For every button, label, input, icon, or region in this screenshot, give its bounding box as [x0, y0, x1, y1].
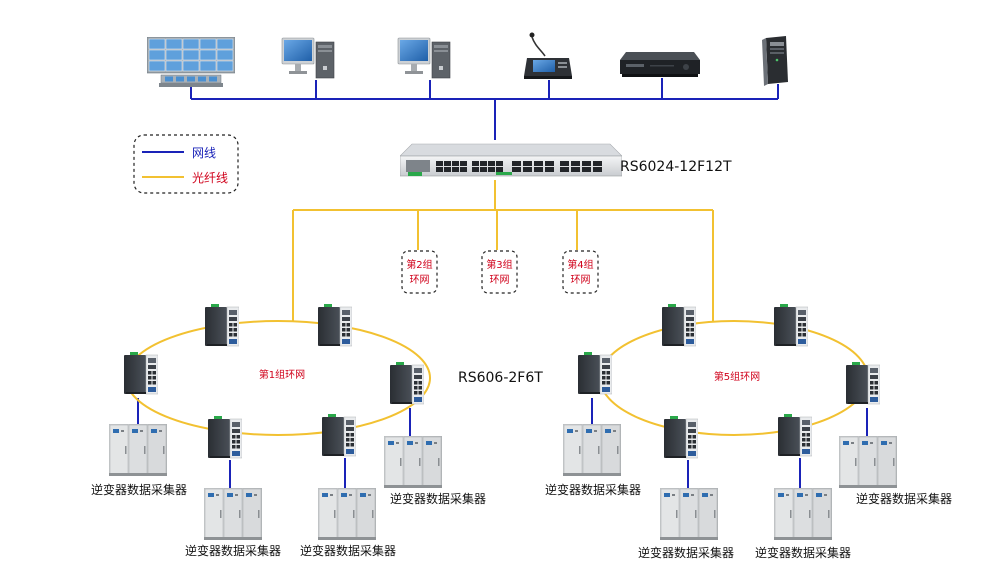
industrial-switch-icon: [664, 416, 698, 459]
computer-icon: [397, 37, 451, 79]
nvr-recorder-icon: [620, 52, 700, 77]
industrial-switch-icon: [846, 362, 880, 405]
industrial-switch-icon: [774, 304, 808, 347]
inverter-cabinet-icon: [109, 424, 167, 476]
core-rack-switch-icon: [400, 143, 622, 177]
industrial-switch-icon: [205, 304, 239, 347]
ring-group-tag: 第3组 环网: [481, 250, 518, 294]
ring-group-tag-line1: 第4组: [567, 258, 593, 271]
industrial-switch-icon: [578, 352, 612, 395]
collector-label: 逆变器数据采集器: [755, 545, 851, 560]
legend-network-label: 网线: [192, 146, 216, 160]
inverter-cabinet-icon: [839, 436, 897, 488]
industrial-switch-icon: [322, 414, 356, 457]
ring-group-tag-line1: 第2组: [406, 258, 432, 271]
legend-box: [133, 134, 239, 194]
ring-group-tag: 第2组 环网: [401, 250, 438, 294]
ring-group-tag-line2: 环网: [571, 274, 591, 286]
inverter-cabinet-icon: [774, 488, 832, 540]
ring-group-tag-line2: 环网: [410, 274, 430, 286]
inverter-cabinet-icon: [563, 424, 621, 476]
ring-switch-model-label: RS606-2F6T: [458, 370, 543, 386]
industrial-switch-icon: [390, 362, 424, 405]
industrial-switch-icon: [208, 416, 242, 459]
collector-label: 逆变器数据采集器: [91, 482, 187, 497]
tower-server-icon: [762, 36, 788, 86]
computer-icon: [281, 37, 335, 79]
core-switch-model-label: RS6024-12F12T: [620, 159, 732, 175]
collector-label: 逆变器数据采集器: [638, 545, 734, 560]
industrial-switch-icon: [318, 304, 352, 347]
network-cables: [137, 78, 868, 488]
microphone-console-icon: [523, 32, 573, 80]
ring-group-tag-line2: 环网: [490, 274, 510, 286]
inverter-cabinet-icon: [318, 488, 376, 540]
legend-fiber-label: 光纤线: [192, 171, 228, 185]
industrial-switch-icon: [662, 304, 696, 347]
collector-label: 逆变器数据采集器: [856, 491, 952, 506]
industrial-switch-icon: [124, 352, 158, 395]
ring-5-label: 第5组环网: [714, 370, 760, 383]
inverter-cabinet-icon: [204, 488, 262, 540]
collector-label: 逆变器数据采集器: [300, 543, 396, 558]
ring-group-tag-line1: 第3组: [486, 258, 512, 271]
video-wall-icon: [147, 37, 235, 88]
inverter-cabinet-icon: [660, 488, 718, 540]
ring-1-label: 第1组环网: [259, 368, 305, 381]
inverter-cabinet-icon: [384, 436, 442, 488]
legend: 网线 光纤线: [133, 134, 239, 194]
collector-label: 逆变器数据采集器: [545, 482, 641, 497]
ring-group-tag: 第4组 环网: [562, 250, 599, 294]
collector-label: 逆变器数据采集器: [390, 491, 486, 506]
industrial-switch-icon: [778, 414, 812, 457]
collector-label: 逆变器数据采集器: [185, 543, 281, 558]
